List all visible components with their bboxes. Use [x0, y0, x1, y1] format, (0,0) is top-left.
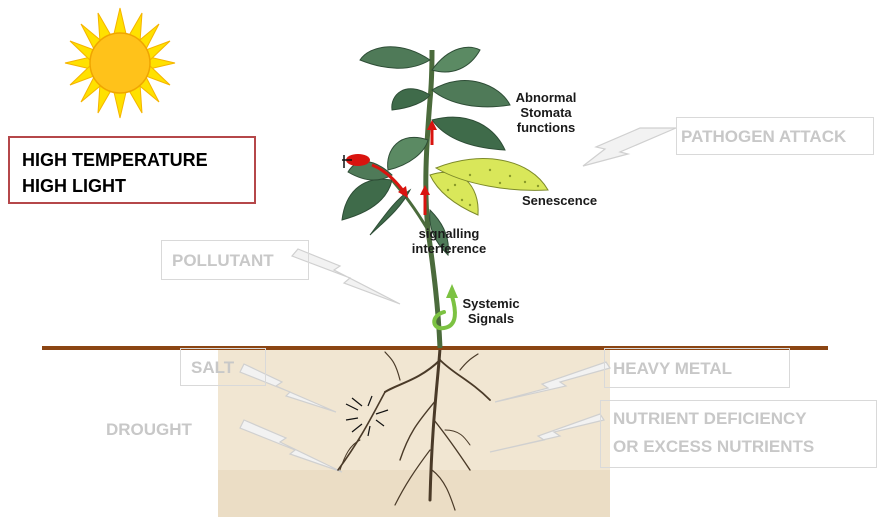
systemic-label-line-2: Signals [458, 311, 524, 326]
stomata-label-line-1: Abnormal [506, 90, 586, 105]
stomata-label-line-3: functions [506, 120, 586, 135]
climate-line-2: HIGH LIGHT [22, 176, 126, 197]
pathogen-bolt-icon [583, 128, 676, 166]
systemic-signals-label: Systemic Signals [458, 296, 524, 326]
stomata-label: Abnormal Stomata functions [506, 90, 586, 135]
drought-label: DROUGHT [106, 420, 192, 440]
salt-label: SALT [180, 348, 266, 386]
leaves [342, 47, 548, 255]
soil-shade [218, 470, 610, 517]
pathogen-attack-label: PATHOGEN ATTACK [676, 117, 874, 155]
signalling-label: signalling interference [406, 226, 492, 256]
pollutant-label: POLLUTANT [161, 240, 309, 280]
nutrient-label-line-2: OR EXCESS NUTRIENTS [613, 437, 814, 457]
systemic-label-line-1: Systemic [458, 296, 524, 311]
senescence-label: Senescence [522, 193, 597, 208]
sun-icon [65, 8, 175, 118]
nutrient-label-box: NUTRIENT DEFICIENCY OR EXCESS NUTRIENTS [600, 400, 877, 468]
signalling-label-line-2: interference [406, 241, 492, 256]
nutrient-label-line-1: NUTRIENT DEFICIENCY [613, 409, 807, 429]
signalling-label-line-1: signalling [406, 226, 492, 241]
stomata-label-line-2: Stomata [506, 105, 586, 120]
climate-line-1: HIGH TEMPERATURE [22, 150, 208, 171]
climate-stress-box: HIGH TEMPERATURE HIGH LIGHT [8, 136, 256, 204]
heavy-metal-label: HEAVY METAL [604, 348, 790, 388]
